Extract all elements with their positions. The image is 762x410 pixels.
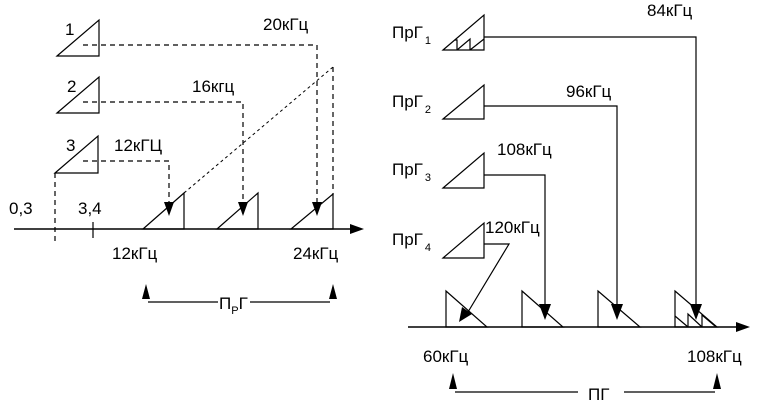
group-label-main: П [219, 294, 231, 313]
group-spectrum-pregroup-3 [521, 289, 565, 328]
pregroup-index: 1 [425, 35, 431, 47]
carrier-label-96khz: 96кГц [566, 82, 612, 101]
arrow-down-icon [238, 202, 248, 216]
carrier-label-84khz: 84кГц [647, 1, 693, 20]
arrow-up-icon [329, 284, 337, 299]
group-channel-1-spectrum [289, 192, 334, 230]
pregroup-1-triangle [441, 13, 485, 51]
channel-3-spectrum: 3 [53, 134, 99, 174]
channel-1-number: 1 [65, 20, 74, 39]
carrier-label-108khz: 108кГц [497, 140, 552, 159]
channel-3-triangle [53, 134, 99, 174]
axis-label-108khz: 108кГц [687, 347, 742, 366]
pregroup-4-connector [467, 243, 511, 313]
carrier-label-16khz: 16кгц [192, 77, 235, 96]
group-label-suffix: Г [239, 294, 248, 313]
channel-3-number: 3 [66, 136, 75, 155]
pregroup-1-spectrum [441, 13, 485, 51]
group-label-subscript: Р [231, 305, 238, 317]
channel-1-spectrum: 1 [55, 18, 100, 57]
arrow-up-icon [449, 373, 457, 389]
axis-label-60khz: 60кГц [423, 347, 469, 366]
subchannel-mark [687, 312, 703, 328]
subchannel-mark [456, 37, 471, 51]
channel-2-connector [83, 101, 244, 204]
arrow-down-icon [164, 202, 174, 216]
arrow-down-icon [539, 304, 551, 320]
carrier-label-120khz: 120кГц [485, 218, 540, 237]
axis-arrow-icon [736, 322, 750, 332]
pregroup-name: ПрГ [392, 160, 423, 179]
group-spectrum-pregroup-1 [674, 289, 719, 328]
pregroup-3-connector [484, 174, 546, 304]
pregroup-2-triangle [441, 83, 485, 120]
primary-group-bracket: ПРГ [142, 284, 337, 317]
carrier-label-20khz: 20кГц [263, 15, 309, 34]
channel-2-triangle [55, 75, 100, 114]
group-channel-3-spectrum [141, 191, 185, 230]
group-bracket: ПГ [449, 373, 721, 404]
channel-1-triangle [55, 18, 100, 57]
channel-2-spectrum: 2 [55, 75, 100, 114]
left-diagram: 1 2 3 20кГц 16кгц 12кГЦ [9, 15, 364, 317]
subchannel-mark [455, 39, 458, 50]
channel-3-connector [83, 160, 170, 204]
arrow-up-icon [713, 373, 721, 389]
pregroup-1-connector [484, 36, 697, 304]
group-channel-2-spectrum [215, 191, 259, 230]
arrow-down-icon [690, 304, 702, 320]
arrow-down-icon [611, 304, 623, 320]
envelope-dotted-line [183, 66, 334, 194]
pregroup-3-triangle [441, 151, 485, 189]
pregroup-name: ПрГ [392, 230, 423, 249]
pregroup-index: 2 [425, 104, 431, 116]
group-label: ПГ [588, 385, 609, 404]
group-spectrum-pregroup-2 [597, 289, 642, 328]
carrier-label-12khz: 12кГЦ [114, 136, 163, 155]
pregroup-index: 3 [425, 172, 431, 184]
pregroup-2-connector [484, 105, 618, 304]
arrow-diagonal-icon [459, 307, 472, 322]
arrow-up-icon [142, 284, 150, 299]
axis-arrow-icon [350, 224, 364, 234]
subchannel-mark [674, 315, 689, 328]
axis-label-12khz: 12кГц [112, 244, 158, 263]
subchannel-mark [701, 313, 716, 327]
group-spectrum-triangle [674, 289, 719, 328]
pregroup-name: ПрГ [392, 92, 423, 111]
group-spectrum-pregroup-4 [445, 289, 489, 328]
pregroup-name: ПрГ [392, 23, 423, 42]
primary-group-label: ПРГ [219, 294, 248, 317]
subchannel-mark [469, 38, 485, 51]
pregroup-4-triangle [441, 221, 485, 259]
axis-label-3-4: 3,4 [78, 199, 102, 218]
pregroup-index: 4 [425, 242, 431, 254]
channel-1-connector [83, 44, 318, 204]
axis-label-0-3: 0,3 [9, 199, 33, 218]
axis-label-24khz: 24кГц [293, 244, 339, 263]
channel-2-number: 2 [67, 77, 76, 96]
